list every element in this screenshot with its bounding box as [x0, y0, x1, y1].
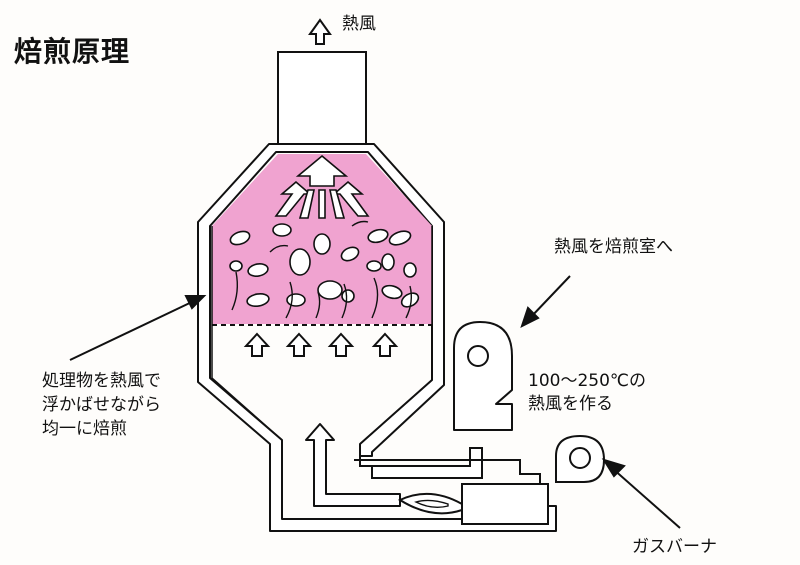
hot-air-to-chamber-label: 熱風を焙煎室へ — [554, 237, 673, 257]
rising-air-arrows — [274, 154, 370, 219]
flame-icon — [397, 492, 463, 515]
pointer-arrows — [69, 275, 681, 529]
burner-housing — [461, 483, 549, 525]
burner-fan-icon — [555, 434, 606, 483]
chimney — [277, 51, 367, 145]
process-label-line2: 浮かばせながら — [42, 395, 161, 415]
hot-air-out-label: 熱風 — [342, 14, 376, 34]
chamber-outer-wall — [197, 143, 557, 532]
hot-air-duct — [359, 447, 483, 479]
temperature-label-line2: 熱風を作る — [528, 394, 613, 414]
page-title: 焙煎原理 — [14, 35, 131, 68]
process-label-line1: 処理物を熱風で — [42, 371, 161, 391]
blower-fan-icon — [453, 321, 513, 431]
lower-air-arrows — [243, 332, 399, 357]
exhaust-up-arrow-icon — [308, 18, 332, 45]
roasting-beans — [229, 223, 420, 308]
burner-label: ガスバーナ — [632, 537, 717, 557]
return-duct — [305, 423, 401, 507]
process-label-line3: 均一に焙煎 — [42, 419, 127, 439]
temperature-label-line1: 100〜250℃の — [528, 371, 646, 391]
